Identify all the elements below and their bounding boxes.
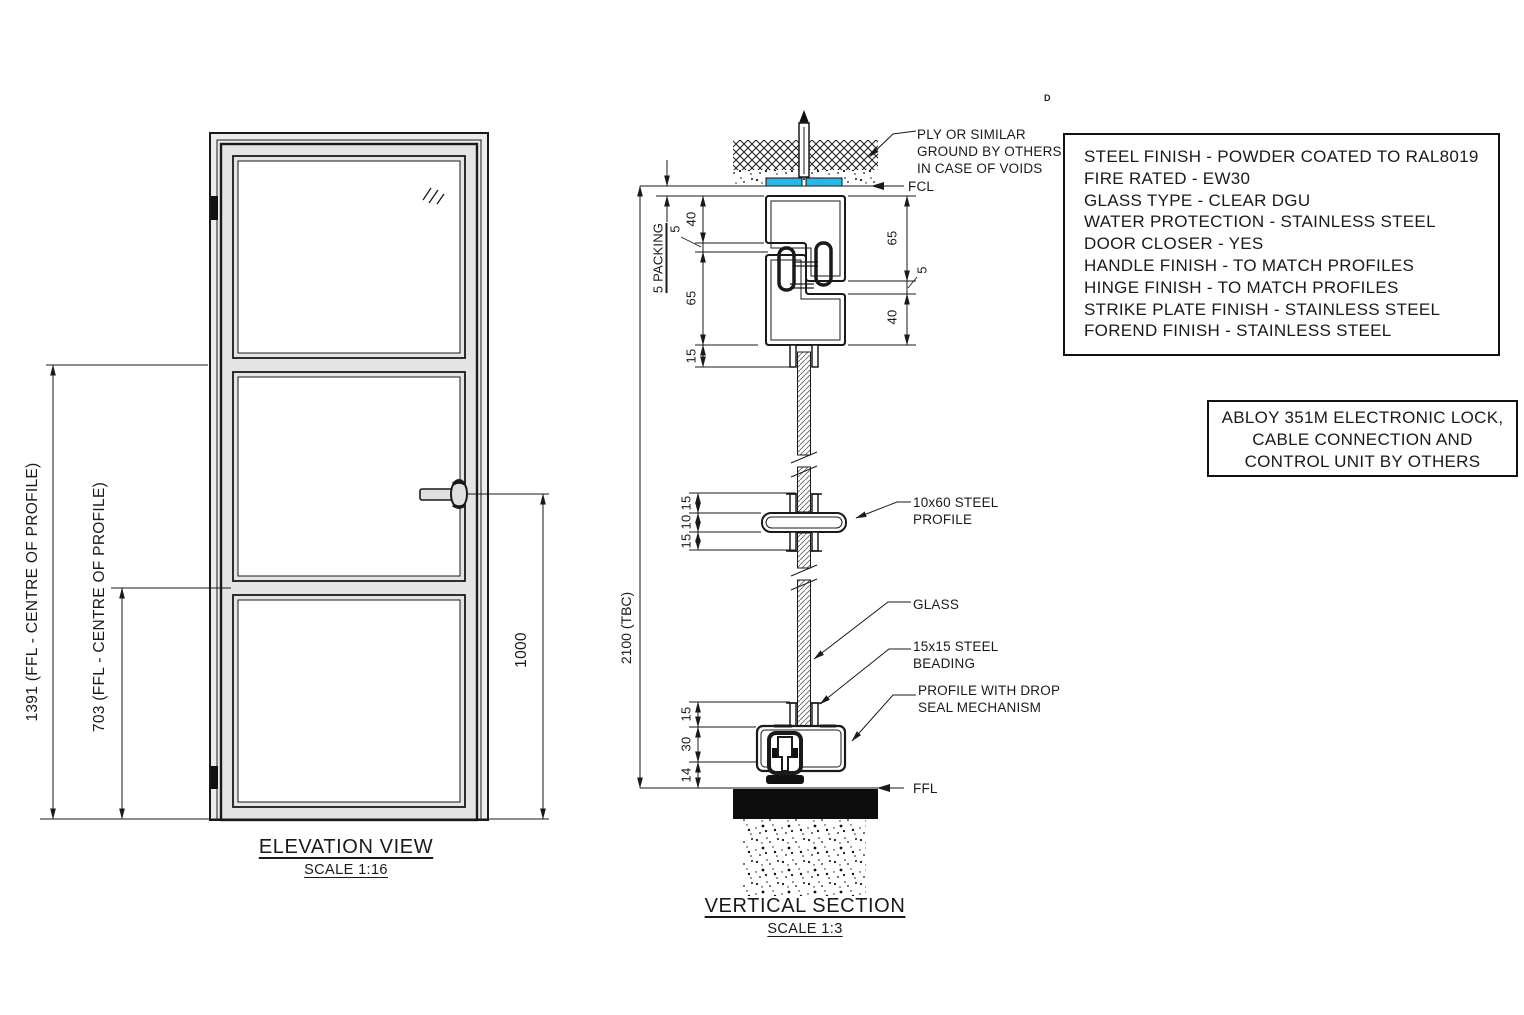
stray-mark: D <box>1044 93 1051 103</box>
ffl-arrow <box>877 784 890 792</box>
lock-note-box: ABLOY 351M ELECTRONIC LOCK, CABLE CONNEC… <box>1207 400 1518 477</box>
lock-note-line1: ABLOY 351M ELECTRONIC LOCK, <box>1221 408 1504 427</box>
spec-line: FIRE RATED - EW30 <box>1084 168 1251 188</box>
glass-symbol <box>422 187 445 205</box>
glass-panel-middle <box>232 371 466 582</box>
vertical-section-drawing <box>637 110 918 896</box>
elevation-title: ELEVATION VIEW <box>258 836 434 858</box>
dim-label-1000: 1000 <box>513 632 530 668</box>
elevation-scale: SCALE 1:16 <box>304 862 388 878</box>
spec-line: HINGE FINISH - TO MATCH PROFILES <box>1084 277 1399 297</box>
beading-line1: 15x15 STEEL <box>913 639 999 654</box>
spec-line: HANDLE FINISH - TO MATCH PROFILES <box>1084 255 1415 275</box>
profile-annotation: 10x60 STEEL PROFILE <box>913 494 999 528</box>
packing-dim <box>656 160 764 222</box>
profile-line1: 10x60 STEEL <box>913 495 999 510</box>
spec-line: STRIKE PLATE FINISH - STAINLESS STEEL <box>1084 299 1441 319</box>
drop-seal-line1: PROFILE WITH DROP <box>918 683 1061 698</box>
spec-line: GLASS TYPE - CLEAR DGU <box>1084 190 1311 210</box>
dim-mid-15b: 15 <box>678 533 694 549</box>
dim-mid-10: 10 <box>678 514 694 530</box>
floor-finish-bar <box>733 789 878 819</box>
section-glass <box>790 351 818 727</box>
section-title: VERTICAL SECTION <box>704 895 906 917</box>
ply-line2: GROUND BY OTHERS <box>917 144 1062 159</box>
dim-head-left-40: 40 <box>683 211 699 227</box>
elevation-dimension-lines <box>50 364 546 820</box>
section-scale: SCALE 1:3 <box>767 921 843 937</box>
dim-head-left-5: 5 <box>667 225 683 233</box>
dim-mid-15a: 15 <box>678 495 694 511</box>
bottom-profile <box>755 702 847 784</box>
spec-line: STEEL FINISH - POWDER COATED TO RAL8019 <box>1084 147 1479 166</box>
spec-line: DOOR CLOSER - YES <box>1084 234 1264 254</box>
profile-line2: PROFILE <box>913 512 973 527</box>
dim-label-703: 703 (FFL - CENTRE OF PROFILE) <box>91 481 108 733</box>
hinge-bottom <box>211 766 218 789</box>
packing-shim-left <box>765 177 803 187</box>
mid-extension-lines <box>689 492 796 551</box>
beading-line2: BEADING <box>913 656 976 671</box>
ply-line3: IN CASE OF VOIDS <box>917 161 1043 176</box>
beading-annotation: 15x15 STEEL BEADING <box>913 638 999 672</box>
dim-head-right-65: 65 <box>884 230 900 246</box>
dim-head-left-65: 65 <box>683 290 699 306</box>
dim-bottom-15: 15 <box>678 706 694 722</box>
ply-line1: PLY OR SIMILAR <box>917 127 1026 142</box>
spec-line: FOREND FINISH - STAINLESS STEEL <box>1084 321 1392 341</box>
fcl-label: FCL <box>908 179 935 194</box>
drop-seal-line2: SEAL MECHANISM <box>918 700 1042 715</box>
packing-shim-right <box>805 177 843 187</box>
spec-line: WATER PROTECTION - STAINLESS STEEL <box>1084 212 1436 232</box>
lock-note-line2: CABLE CONNECTION AND <box>1252 430 1473 449</box>
dim-label-1391: 1391 (FFL - CENTRE OF PROFILE) <box>24 462 41 722</box>
fcl-arrow <box>871 182 884 190</box>
ffl-label: FFL <box>913 781 938 796</box>
ply-annotation: PLY OR SIMILAR GROUND BY OTHERS IN CASE … <box>917 126 1062 177</box>
dim-head-right-40: 40 <box>884 309 900 325</box>
head-dimension-lines <box>700 195 910 368</box>
packing-label: 5 PACKING <box>650 222 666 294</box>
lock-note-line3: CONTROL UNIT BY OTHERS <box>1244 452 1481 471</box>
glass-panel-bottom <box>232 594 466 808</box>
glass-label: GLASS <box>913 597 960 612</box>
specification-box: STEEL FINISH - POWDER COATED TO RAL8019 … <box>1063 133 1500 356</box>
annotation-leaders <box>813 130 917 742</box>
overall-dim-label: 2100 (TBC) <box>618 591 634 665</box>
dim-head-right-5: 5 <box>914 266 930 274</box>
door-elevation-drawing <box>40 132 549 822</box>
glass-panel-top <box>232 155 466 359</box>
dim-head-left-15: 15 <box>683 348 699 364</box>
floor-stipple <box>742 819 866 896</box>
head-profile <box>765 195 846 368</box>
dim-bottom-30: 30 <box>678 736 694 752</box>
drop-seal-mechanism <box>766 731 804 784</box>
dim-bottom-14: 14 <box>678 767 694 783</box>
door-handle <box>419 479 468 509</box>
drop-seal-annotation: PROFILE WITH DROP SEAL MECHANISM <box>918 682 1060 716</box>
hinge-top <box>211 196 218 220</box>
mid-steel-profile <box>761 493 847 552</box>
